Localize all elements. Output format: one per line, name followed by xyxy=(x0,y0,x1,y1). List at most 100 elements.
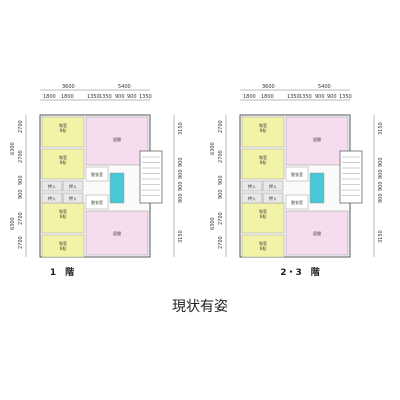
dim-top-inner-2: 1800 xyxy=(261,94,274,100)
dim-top-inner-4: 1350 xyxy=(99,94,112,100)
dim-right-1: 3150 xyxy=(378,122,384,135)
oshiire-label-4: 押入 xyxy=(69,195,77,201)
oshiire-label-3: 押入 xyxy=(48,195,56,201)
ima-1 xyxy=(85,116,149,166)
dim-left-inner-3: 900 xyxy=(218,175,224,185)
oshiire-label-4: 押入 xyxy=(269,195,277,201)
washitsu-2 xyxy=(41,148,85,180)
washitsu-2 xyxy=(241,148,285,180)
dim-top-inner-3: 1350 xyxy=(87,94,100,100)
dim-top-inner-1: 1800 xyxy=(43,94,56,100)
dim-right-2: 900 xyxy=(178,157,184,167)
dim-right-6: 3150 xyxy=(378,230,384,243)
washitsu-1 xyxy=(241,116,285,148)
oshiire-label-2: 押入 xyxy=(269,183,277,189)
dim-left-inner-5: 2700 xyxy=(18,212,24,225)
dim-top-outer-2: 5400 xyxy=(318,84,331,90)
oshiire-3 xyxy=(241,192,263,204)
ima-label-2: 居間 xyxy=(113,230,121,236)
dim-left-outer-2: 6300 xyxy=(210,217,216,230)
senmen-label-2: 脱衣室 xyxy=(91,199,103,205)
dim-left-inner-6: 2700 xyxy=(218,236,224,249)
oshiire-label-1: 押入 xyxy=(48,183,56,189)
dim-right-6: 3150 xyxy=(178,230,184,243)
dim-left-outer-1: 6300 xyxy=(10,142,16,155)
senmen-label-1: 脱衣室 xyxy=(91,171,103,177)
dim-left-inner-1: 2700 xyxy=(218,120,224,133)
oshiire-2 xyxy=(262,180,284,192)
dim-top-inner-7: 1350 xyxy=(139,94,152,100)
dim-left-outer-2: 6300 xyxy=(10,217,16,230)
oshiire-1 xyxy=(41,180,63,192)
dim-top-outer-2: 5400 xyxy=(118,84,131,90)
dim-right-5: 900 xyxy=(378,193,384,203)
dim-right-5: 900 xyxy=(178,193,184,203)
dim-left-inner-3: 900 xyxy=(18,175,24,185)
dim-right-4: 900 xyxy=(378,181,384,191)
oshiire-label-1: 押入 xyxy=(248,183,256,189)
dim-left-inner-6: 2700 xyxy=(18,236,24,249)
dim-left-inner-1: 2700 xyxy=(18,120,24,133)
washitsu-1 xyxy=(41,116,85,148)
dim-top-inner-5: 900 xyxy=(315,94,325,100)
oshiire-4 xyxy=(62,192,84,204)
senmen-label-2: 脱衣室 xyxy=(291,199,303,205)
dim-top-inner-1: 1800 xyxy=(243,94,256,100)
oshiire-label-2: 押入 xyxy=(69,183,77,189)
senmen-2 xyxy=(285,194,309,210)
dim-right-1: 3150 xyxy=(178,122,184,135)
dim-right-4: 900 xyxy=(178,181,184,191)
dim-left-outer-1: 6300 xyxy=(210,142,216,155)
dim-top-outer-1: 3600 xyxy=(62,84,75,90)
senmen-2 xyxy=(85,194,109,210)
dim-left-inner-5: 2700 xyxy=(218,212,224,225)
dim-left-inner-4: 900 xyxy=(218,189,224,199)
dim-left-inner-4: 900 xyxy=(18,189,24,199)
dim-top-inner-6: 900 xyxy=(327,94,337,100)
senmen-1 xyxy=(285,166,309,182)
dim-right-2: 900 xyxy=(378,157,384,167)
oshiire-1 xyxy=(241,180,263,192)
oshiire-3 xyxy=(41,192,63,204)
dim-right-3: 900 xyxy=(178,169,184,179)
dim-left-inner-2: 2700 xyxy=(218,150,224,163)
dim-right-3: 900 xyxy=(378,169,384,179)
dim-top-inner-5: 900 xyxy=(115,94,125,100)
dim-top-inner-4: 1350 xyxy=(299,94,312,100)
dim-top-inner-2: 1800 xyxy=(61,94,74,100)
ima-1 xyxy=(285,116,349,166)
bathroom xyxy=(109,172,125,204)
caption: 現状有姿 xyxy=(172,299,228,315)
ima-2 xyxy=(285,210,349,256)
dim-left-inner-2: 2700 xyxy=(18,150,24,163)
dim-top-inner-6: 900 xyxy=(127,94,137,100)
ima-label-1: 居間 xyxy=(313,136,321,142)
stairwell xyxy=(139,150,163,204)
dim-top-inner-3: 1350 xyxy=(287,94,300,100)
ima-label-2: 居間 xyxy=(313,230,321,236)
oshiire-2 xyxy=(62,180,84,192)
dim-top-inner-7: 1350 xyxy=(339,94,352,100)
oshiire-label-3: 押入 xyxy=(248,195,256,201)
senmen-1 xyxy=(85,166,109,182)
floor-label-1: 1 階 xyxy=(50,266,74,278)
ima-2 xyxy=(85,210,149,256)
senmen-label-1: 脱衣室 xyxy=(291,171,303,177)
washitsu-3 xyxy=(41,202,85,234)
floor-label-2: 2・3 階 xyxy=(280,266,320,278)
oshiire-4 xyxy=(262,192,284,204)
washitsu-4 xyxy=(241,234,285,258)
ima-label-1: 居間 xyxy=(113,136,121,142)
stairwell xyxy=(339,150,363,204)
